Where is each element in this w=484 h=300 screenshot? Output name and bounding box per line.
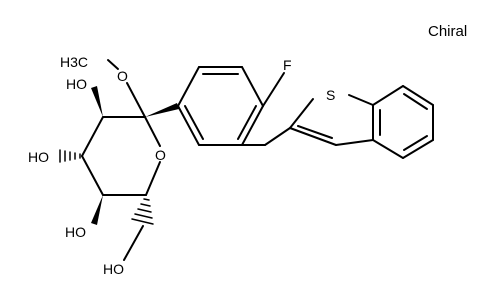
bond-ar4-ar5-inner — [237, 105, 257, 140]
hash-c3-oh — [59, 149, 81, 163]
bond-ch2-thienyl — [264, 127, 291, 146]
hydroxyl-c2-label: HO — [66, 76, 87, 92]
bond-c4-c3a — [372, 139, 404, 159]
bond-ar3-ar4 — [241, 66, 264, 107]
bold-bond-c1-aryl — [145, 103, 179, 117]
bond-ar6-ar1-inner — [184, 105, 204, 140]
bond-c7-c6-inner — [403, 93, 428, 110]
ring-oxygen-label: O — [155, 147, 166, 163]
bond-c3-c2 — [289, 127, 337, 146]
bond-c2-s — [289, 98, 314, 129]
pyranose-ring — [81, 116, 161, 196]
methoxy-oxygen-label: O — [117, 68, 128, 84]
hydroxyl-groups: HO HO HO HO — [28, 76, 154, 277]
wedge-c4-oh — [91, 195, 103, 225]
bond-ar1-ar2 — [177, 66, 200, 107]
bond-c1-methoxy-o — [126, 82, 146, 118]
chiral-label: Chiral — [428, 23, 467, 40]
bond-c1-ring-o — [144, 116, 161, 147]
methyl-label: H3C — [60, 54, 88, 70]
bond-c5-c4 — [402, 139, 434, 159]
hydroxyl-c4-label: HO — [65, 224, 86, 240]
bond-c3-c2-inner — [297, 125, 333, 139]
sulfur-label: S — [326, 87, 335, 103]
bond-c7a-c7 — [372, 85, 404, 106]
methylene-bridge — [241, 127, 291, 146]
benzothiophene: S — [289, 85, 434, 159]
hash-c5-ch2 — [131, 198, 154, 225]
bond-ar4-ar5 — [241, 105, 264, 146]
bond-c3a-c3 — [335, 139, 374, 146]
bond-c4-c3 — [81, 155, 104, 196]
bond-ring-o-c5 — [145, 161, 161, 196]
bond-ar6-ar1 — [177, 105, 200, 146]
bond-c5-c4-inner — [403, 135, 428, 151]
bond-ch2-oh — [123, 225, 144, 261]
bond-c7-c6 — [402, 85, 434, 106]
hydroxyl-c3-label: HO — [28, 149, 49, 165]
methoxy-group: O H3C — [60, 54, 146, 118]
bond-methoxy-o-methyl — [107, 59, 119, 70]
fluorine-label: F — [283, 57, 292, 73]
wedge-c2-oh — [91, 86, 103, 117]
hydroxyl-c6-label: HO — [103, 261, 124, 277]
bond-c3-c2 — [81, 116, 104, 157]
fluorophenyl-ring — [177, 66, 264, 146]
bond-ar4-f — [262, 72, 285, 107]
bond-s-c7a — [348, 94, 374, 106]
